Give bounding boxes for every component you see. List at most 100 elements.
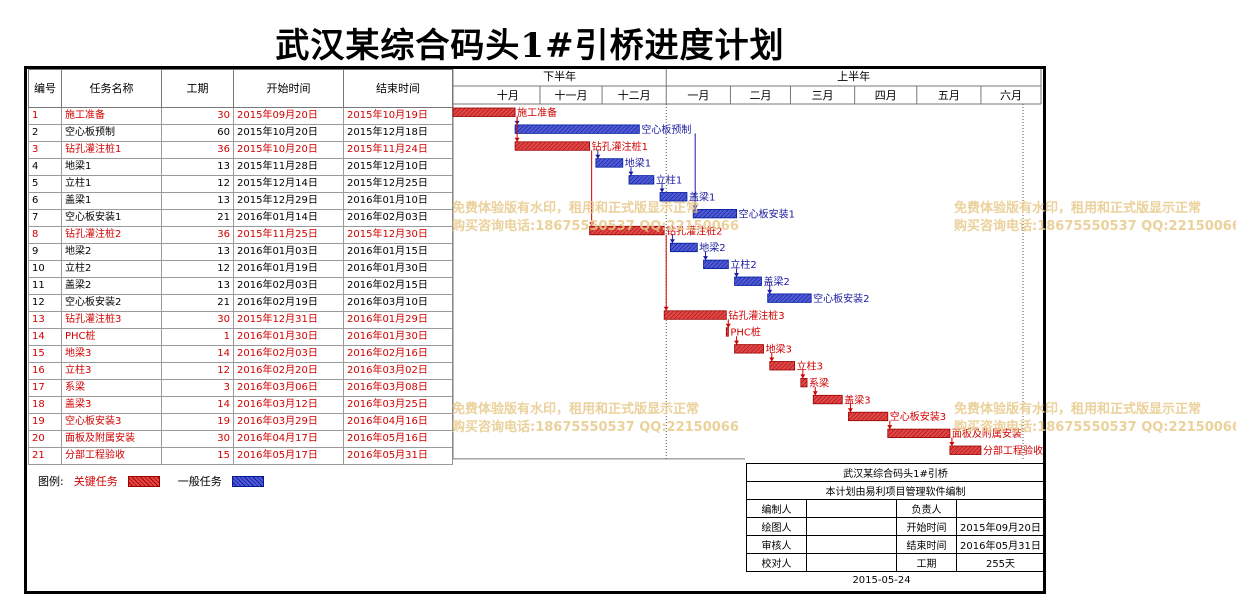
- gantt-bar-label: 立柱2: [730, 258, 756, 271]
- month-label: 十二月: [618, 88, 651, 102]
- dependency-arrow: [663, 306, 669, 311]
- watermark-line1: 免费体验版有水印，租用和正式版显示正常: [954, 402, 1202, 417]
- dependency-arrow: [769, 357, 775, 362]
- info-block: 武汉某综合码头1#引桥 本计划由易利项目管理软件编制 编制人 负责人 绘图人 开…: [746, 463, 1045, 589]
- legend-general-label: 一般任务: [177, 475, 222, 488]
- gantt-bar-label: 空心板安装2: [813, 292, 869, 305]
- gantt-bar: [452, 107, 516, 117]
- dependency-arrow: [734, 273, 740, 277]
- info-end-label: 结束时间: [896, 535, 957, 554]
- month-label: 二月: [749, 89, 771, 102]
- gantt-bar-label: 立柱1: [656, 174, 682, 187]
- dependency-arrow: [812, 391, 818, 396]
- dependency-arrow: [734, 340, 740, 345]
- gantt-bar-label: 盖梁2: [763, 275, 789, 288]
- watermark: 免费体验版有水印，租用和正式版显示正常 购买咨询电话:18675550537 Q…: [452, 200, 739, 236]
- chart-title: 武汉某综合码头1#引桥进度计划: [275, 26, 785, 66]
- info-checker: [806, 553, 897, 572]
- dependency-arrow: [767, 289, 773, 294]
- gantt-bar: [692, 208, 738, 219]
- gantt-bar: [769, 361, 796, 371]
- dependency-arrow: [692, 205, 698, 210]
- gantt-bar: [514, 124, 640, 134]
- gantt-bar: [734, 344, 764, 354]
- month-label: 六月: [1000, 89, 1022, 102]
- info-drawer-label: 绘图人: [746, 517, 807, 536]
- info-project: 武汉某综合码头1#引桥: [746, 463, 1045, 482]
- gantt-bar-label: 面板及附属安装: [952, 427, 1022, 440]
- gantt-bar-label: 钻孔灌注桩1: [592, 140, 648, 153]
- gantt-bar-label: 系梁: [809, 376, 829, 389]
- dependency-arrow: [703, 256, 709, 261]
- gantt-bar: [669, 242, 698, 253]
- dependency-arrow: [628, 171, 634, 176]
- info-duration: 255天: [956, 553, 1045, 572]
- info-software: 本计划由易利项目管理软件编制: [746, 481, 1045, 500]
- gantt-bar: [659, 192, 688, 202]
- task-start-cell: 2016年05月17日: [233, 447, 344, 465]
- dependency-arrow: [595, 154, 601, 159]
- gantt-bar: [725, 327, 729, 337]
- gantt-bar-label: 地梁1: [625, 157, 651, 170]
- month-label: 三月: [812, 89, 834, 102]
- gantt-bar-label: 盖梁3: [844, 393, 870, 406]
- gantt-bar-label: 空心板安装3: [890, 410, 946, 423]
- dependency-arrow: [949, 442, 955, 446]
- info-owner-label: 负责人: [896, 499, 957, 518]
- legend: 图例: 关键任务 一般任务: [38, 473, 282, 489]
- month-label: 一月: [687, 89, 709, 102]
- gantt-bar-label: 空心板预制: [641, 123, 691, 136]
- info-start: 2015年09月20日: [956, 517, 1045, 536]
- gantt-bar-label: 钻孔灌注桩3: [728, 309, 784, 322]
- gantt-bar-label: 分部工程验收: [983, 444, 1043, 457]
- info-date: 2015-05-24: [852, 575, 911, 586]
- dependency-arrow: [847, 408, 853, 413]
- dependency-arrow: [725, 323, 731, 328]
- dependency-arrow: [669, 239, 675, 244]
- gantt-bar-label: 地梁3: [766, 343, 792, 356]
- dependency-arrow: [514, 137, 520, 142]
- legend-critical-label: 关键任务: [73, 475, 118, 488]
- gantt-bar-label: 立柱3: [797, 360, 823, 373]
- info-compiler-label: 编制人: [746, 499, 807, 518]
- half-label: 上半年: [837, 69, 870, 83]
- info-checker-label: 校对人: [746, 553, 807, 572]
- gantt-bar: [703, 259, 729, 270]
- legend-label: 图例:: [38, 475, 64, 488]
- dependency-arrow: [800, 374, 806, 379]
- watermark-line1: 免费体验版有水印，租用和正式版显示正常: [452, 402, 700, 417]
- watermark-line1: 免费体验版有水印，租用和正式版显示正常: [954, 201, 1202, 216]
- gantt-bar: [887, 428, 951, 439]
- watermark-line2: 购买咨询电话:18675550537 QQ:22150066: [452, 420, 739, 435]
- month-label: 四月: [875, 89, 897, 102]
- gantt-bar: [767, 293, 812, 303]
- info-compiler: [806, 499, 897, 518]
- task-end-cell: 2016年05月31日: [343, 447, 453, 465]
- gantt-bar: [734, 276, 762, 286]
- legend-general-swatch: [231, 475, 264, 487]
- gantt-bar-label: 空心板安装1: [739, 207, 795, 220]
- month-label: 十月: [497, 88, 519, 102]
- dependency-arrow: [589, 222, 595, 227]
- gantt-bar: [800, 377, 808, 388]
- info-end: 2016年05月31日: [956, 535, 1045, 554]
- gantt-bar: [514, 141, 591, 151]
- header-duration: 工期: [161, 69, 234, 108]
- gantt-bar: [663, 310, 727, 320]
